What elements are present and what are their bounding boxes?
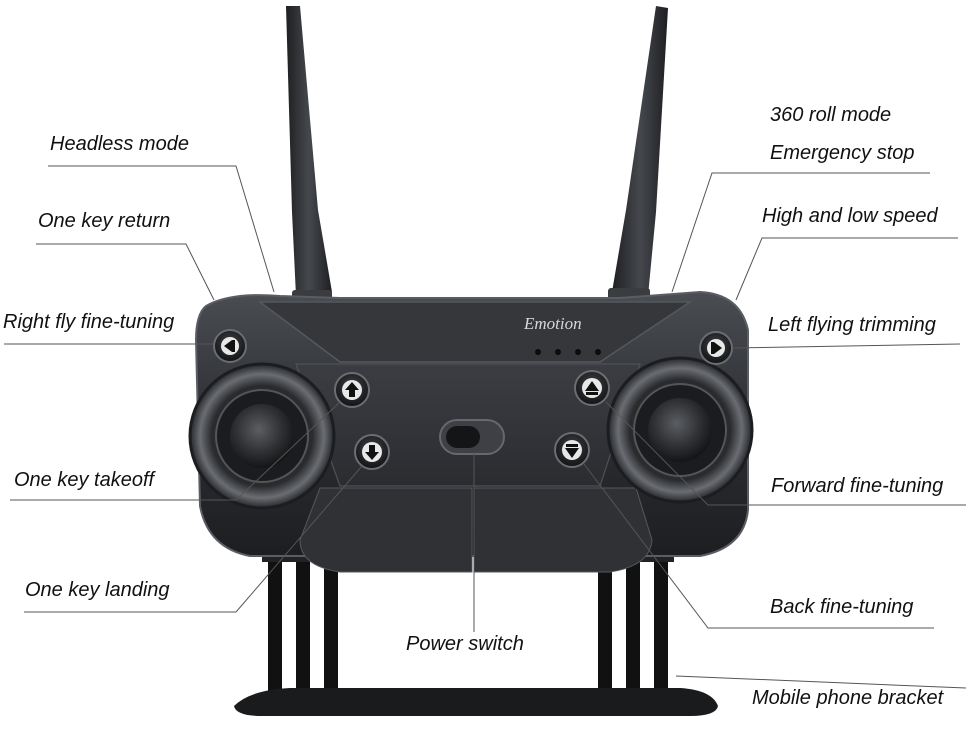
arrow-down-icon xyxy=(362,442,382,462)
label-back-fine-tuning: Back fine-tuning xyxy=(770,596,914,618)
label-right-fly-fine-tuning: Right fly fine-tuning xyxy=(3,311,175,333)
triangle-up-icon xyxy=(582,378,602,398)
label-one-key-takeoff: One key takeoff xyxy=(14,469,155,491)
label-power-switch: Power switch xyxy=(406,633,524,655)
arrow-up-icon xyxy=(342,380,362,400)
label-360-roll-mode: 360 roll mode xyxy=(770,104,892,126)
indicator-lights xyxy=(535,349,601,355)
triangle-down-icon xyxy=(562,440,582,460)
leader-one-key-takeoff xyxy=(10,401,341,501)
landing-button[interactable] xyxy=(354,434,390,470)
leader-mobile-phone-bracket xyxy=(675,675,967,689)
right-trim-button[interactable] xyxy=(213,329,247,363)
label-high-low-speed: High and low speed xyxy=(762,205,938,227)
leader-lines xyxy=(4,165,967,689)
left-antenna xyxy=(286,6,332,302)
label-mobile-phone-bracket: Mobile phone bracket xyxy=(752,687,944,709)
leader-headless-mode xyxy=(48,165,275,293)
leader-one-key-landing xyxy=(24,465,363,613)
label-one-key-return: One key return xyxy=(38,210,171,232)
label-left-flying-trimming: Left flying trimming xyxy=(768,314,936,336)
leader-forward-fine-tuning xyxy=(605,401,966,506)
leader-one-key-return xyxy=(36,243,215,301)
left-joystick[interactable] xyxy=(188,362,336,510)
leader-left-flying-trimming xyxy=(731,343,961,349)
right-antenna xyxy=(608,6,668,300)
phone-bracket xyxy=(234,552,718,716)
leader-back-fine-tuning xyxy=(583,463,934,629)
forward-trim-button[interactable] xyxy=(574,370,610,406)
brand-logo: Emotion xyxy=(523,314,582,333)
back-trim-button[interactable] xyxy=(554,432,590,468)
arrow-left-icon xyxy=(221,337,239,355)
label-forward-fine-tuning: Forward fine-tuning xyxy=(771,475,944,497)
takeoff-button[interactable] xyxy=(334,372,370,408)
arrow-right-icon xyxy=(707,339,725,357)
left-trim-button[interactable] xyxy=(699,331,733,365)
leader-emergency-stop xyxy=(671,172,930,293)
label-headless-mode: Headless mode xyxy=(50,133,189,155)
label-emergency-stop: Emergency stop xyxy=(770,142,915,164)
right-joystick[interactable] xyxy=(606,356,754,504)
label-one-key-landing: One key landing xyxy=(25,579,170,601)
leader-high-low-speed xyxy=(735,237,958,301)
power-switch[interactable] xyxy=(439,419,505,455)
